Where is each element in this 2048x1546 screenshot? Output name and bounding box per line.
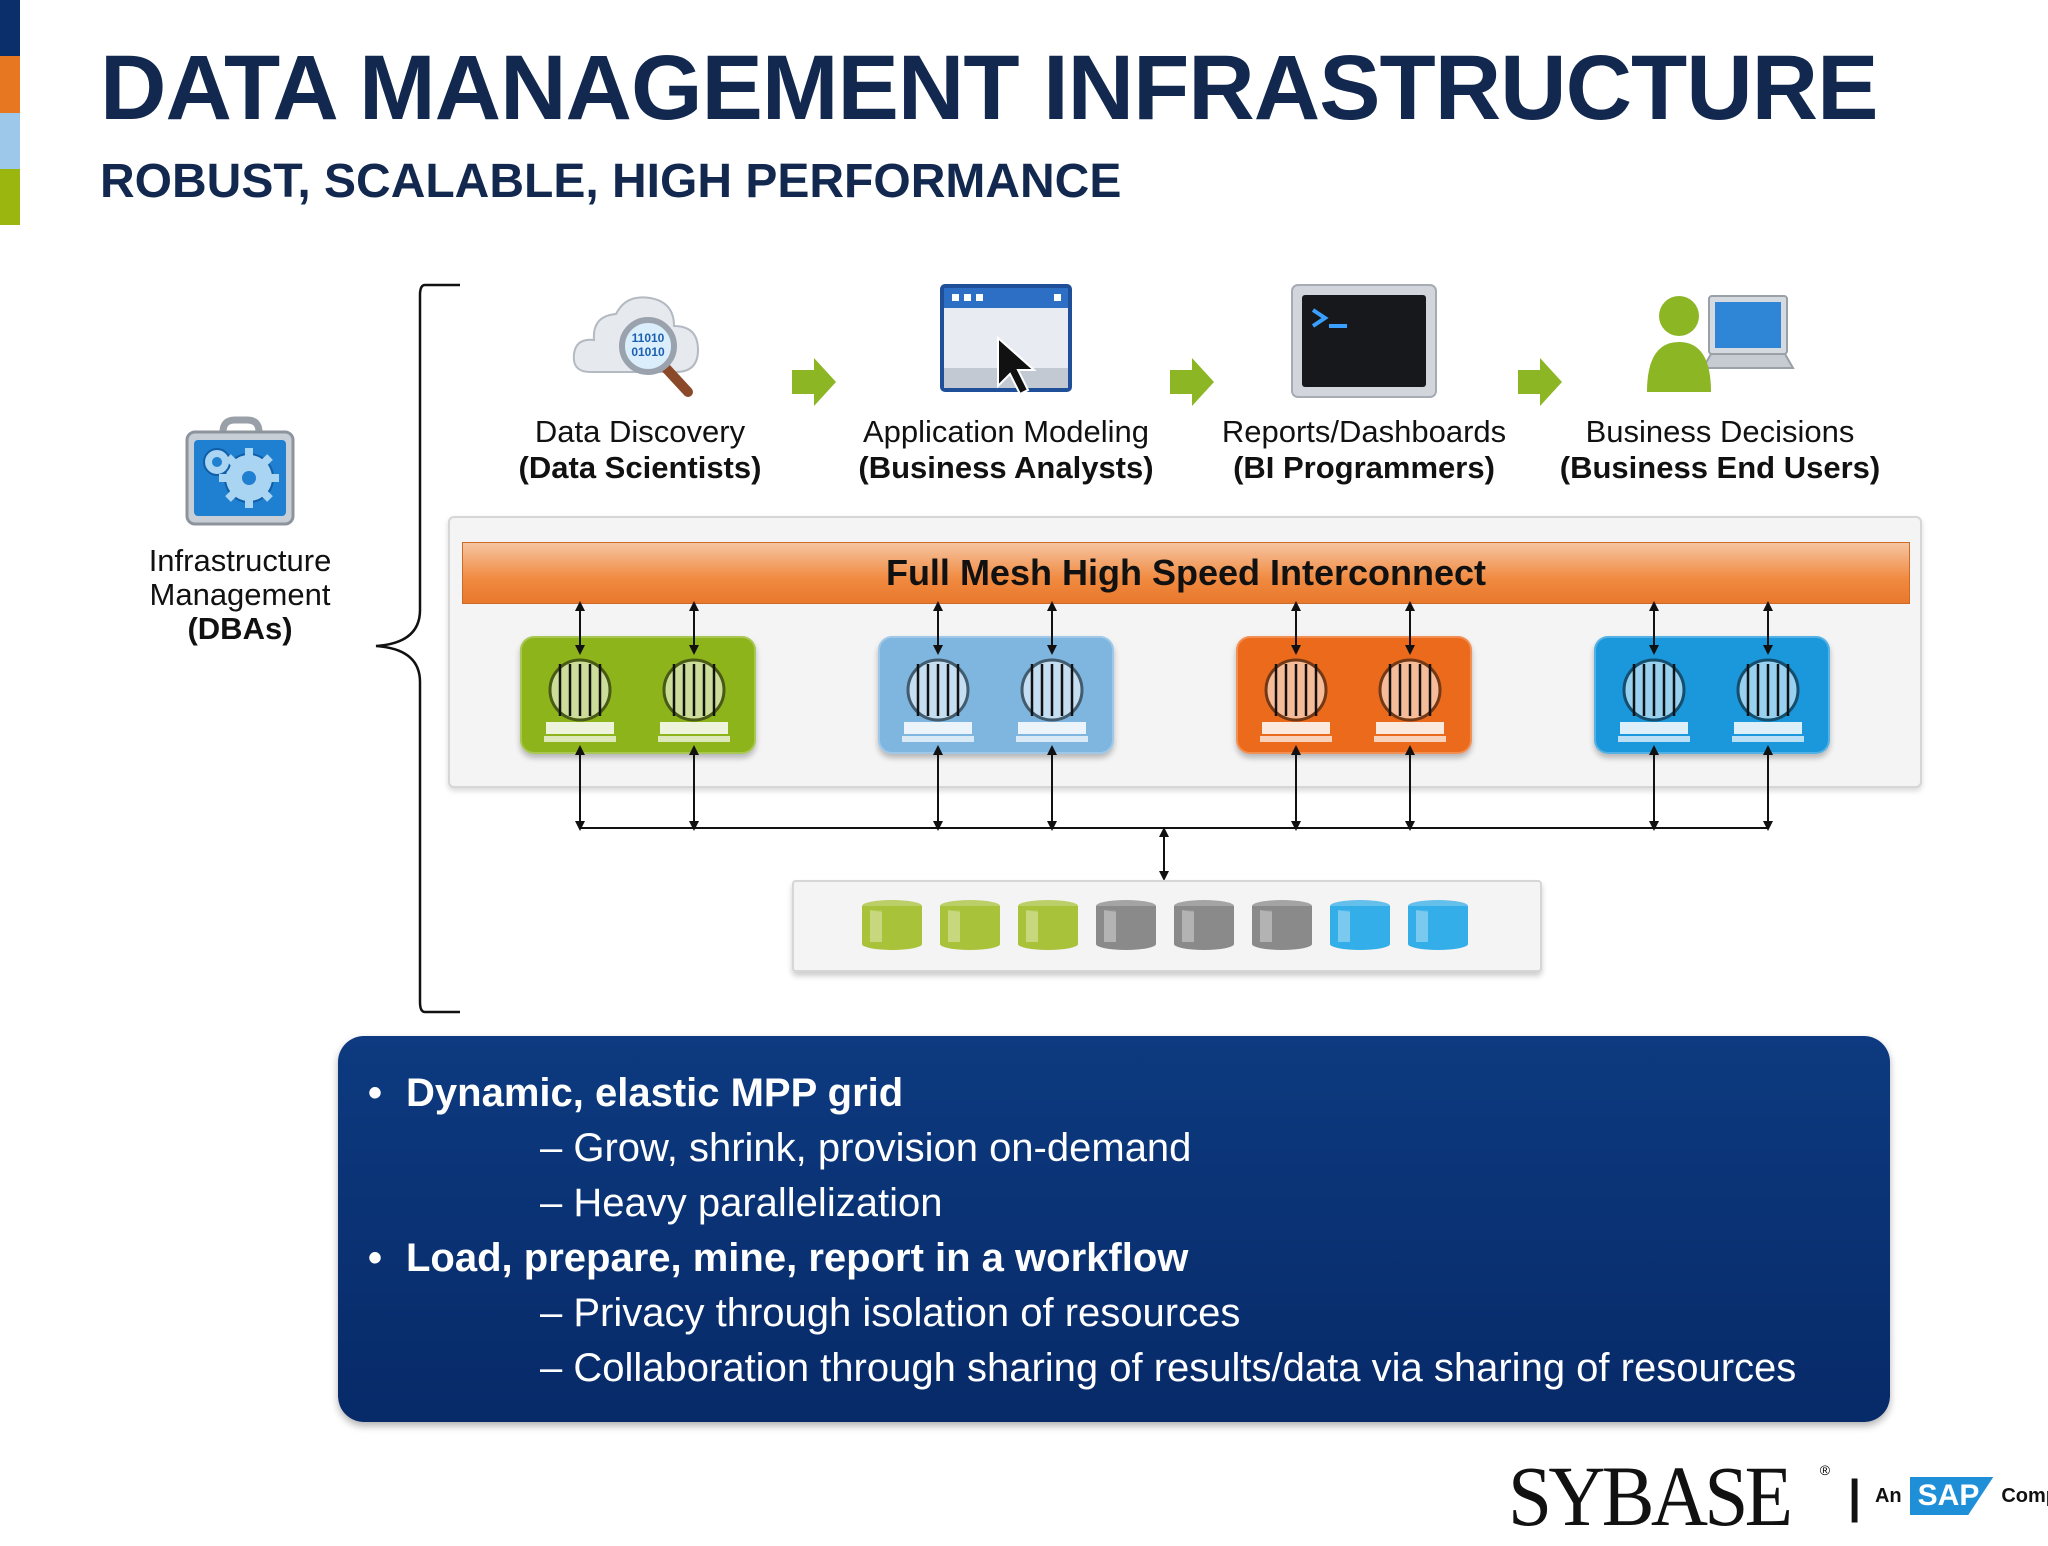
disk-drive-icon xyxy=(1732,658,1804,742)
role-name: Reports/Dashboards xyxy=(1221,414,1507,449)
accent-bar xyxy=(0,0,20,225)
role-name: Business Decisions xyxy=(1585,414,1855,449)
accent-stripe-lightblue xyxy=(0,112,20,169)
bullet-subitem: Grow, shrink, provision on-demand xyxy=(368,1121,1890,1176)
logo-registered: ® xyxy=(1819,1462,1831,1478)
storage-cylinder-icon xyxy=(862,900,922,950)
storage-cylinder-icon xyxy=(1252,900,1312,950)
storage-cylinder-icon xyxy=(1174,900,1234,950)
bullet-subitem: Privacy through isolation of resources xyxy=(368,1286,1890,1341)
bullet-subitem: Collaboration through sharing of results… xyxy=(368,1341,1890,1396)
bullet-item: Dynamic, elastic MPP grid xyxy=(368,1066,1890,1121)
toolbox-gear-icon xyxy=(185,416,295,526)
logo-separator: | xyxy=(1848,1470,1861,1522)
accent-stripe-navy xyxy=(0,0,20,57)
disk-drive-icon xyxy=(1260,658,1332,742)
disk-drive-icon xyxy=(1016,658,1088,742)
storage-cylinder-icon xyxy=(1096,900,1156,950)
page-title: DATA MANAGEMENT INFRASTRUCTURE xyxy=(100,37,1878,139)
terminal-icon xyxy=(1291,284,1437,398)
disk-drive-icon xyxy=(1374,658,1446,742)
page-subtitle: ROBUST, SCALABLE, HIGH PERFORMANCE xyxy=(100,155,1122,208)
bullet-item: Load, prepare, mine, report in a workflo… xyxy=(368,1231,1890,1286)
role-reports-dashboards: Reports/Dashboards (BI Programmers) xyxy=(1194,282,1534,486)
logo-company: Company xyxy=(2001,1484,2048,1507)
svg-text:11010: 11010 xyxy=(632,331,665,345)
role-audience: (Business Analysts) xyxy=(858,450,1154,485)
role-business-decisions: Business Decisions (Business End Users) xyxy=(1550,282,1890,486)
role-audience: (Business End Users) xyxy=(1559,450,1881,485)
storage-cylinder-icon xyxy=(940,900,1000,950)
application-window-icon xyxy=(940,284,1072,396)
infra-label-line3: (DBAs) xyxy=(187,611,293,646)
role-data-discovery: 11010 01010 Data Discovery (Data Scienti… xyxy=(470,282,810,486)
disk-drive-icon xyxy=(902,658,974,742)
infra-label-line2: Management xyxy=(149,577,331,612)
role-name: Data Discovery xyxy=(534,414,746,449)
disk-drive-icon xyxy=(1618,658,1690,742)
accent-stripe-orange xyxy=(0,56,20,113)
disk-drive-icon xyxy=(658,658,730,742)
storage-cylinder-icon xyxy=(1408,900,1468,950)
user-computer-icon xyxy=(1647,295,1795,392)
logo-sap: SAP xyxy=(1909,1477,1994,1515)
workflow-arrow-1-icon xyxy=(792,358,836,406)
infrastructure-management: Infrastructure Management (DBAs) xyxy=(140,414,340,646)
logo-an: An xyxy=(1874,1484,1902,1507)
accent-stripe-green xyxy=(0,168,20,225)
cloud-magnifier-icon: 11010 01010 xyxy=(572,296,700,397)
infra-label-line1: Infrastructure xyxy=(148,543,332,578)
interconnect-label: Full Mesh High Speed Interconnect xyxy=(885,552,1487,593)
role-application-modeling: Application Modeling (Business Analysts) xyxy=(836,282,1176,486)
storage-cylinder-icon xyxy=(1018,900,1078,950)
feature-bullets: Dynamic, elastic MPP grid Grow, shrink, … xyxy=(338,1036,1890,1422)
grouping-brace xyxy=(375,283,460,1014)
role-audience: (BI Programmers) xyxy=(1233,450,1495,485)
workflow-arrow-2-icon xyxy=(1170,358,1214,406)
logo-brand: SYBASE xyxy=(1508,1448,1793,1544)
role-name: Application Modeling xyxy=(862,414,1150,449)
role-audience: (Data Scientists) xyxy=(518,450,762,485)
svg-text:01010: 01010 xyxy=(631,345,665,359)
workflow-arrow-3-icon xyxy=(1518,358,1562,406)
bullet-subitem: Heavy parallelization xyxy=(368,1176,1890,1231)
storage-cylinder-icon xyxy=(1330,900,1390,950)
sybase-logo: SYBASE ® | An SAP Company xyxy=(1508,1446,2048,1546)
full-mesh-interconnect: Full Mesh High Speed Interconnect xyxy=(462,542,1910,604)
disk-drive-icon xyxy=(544,658,616,742)
